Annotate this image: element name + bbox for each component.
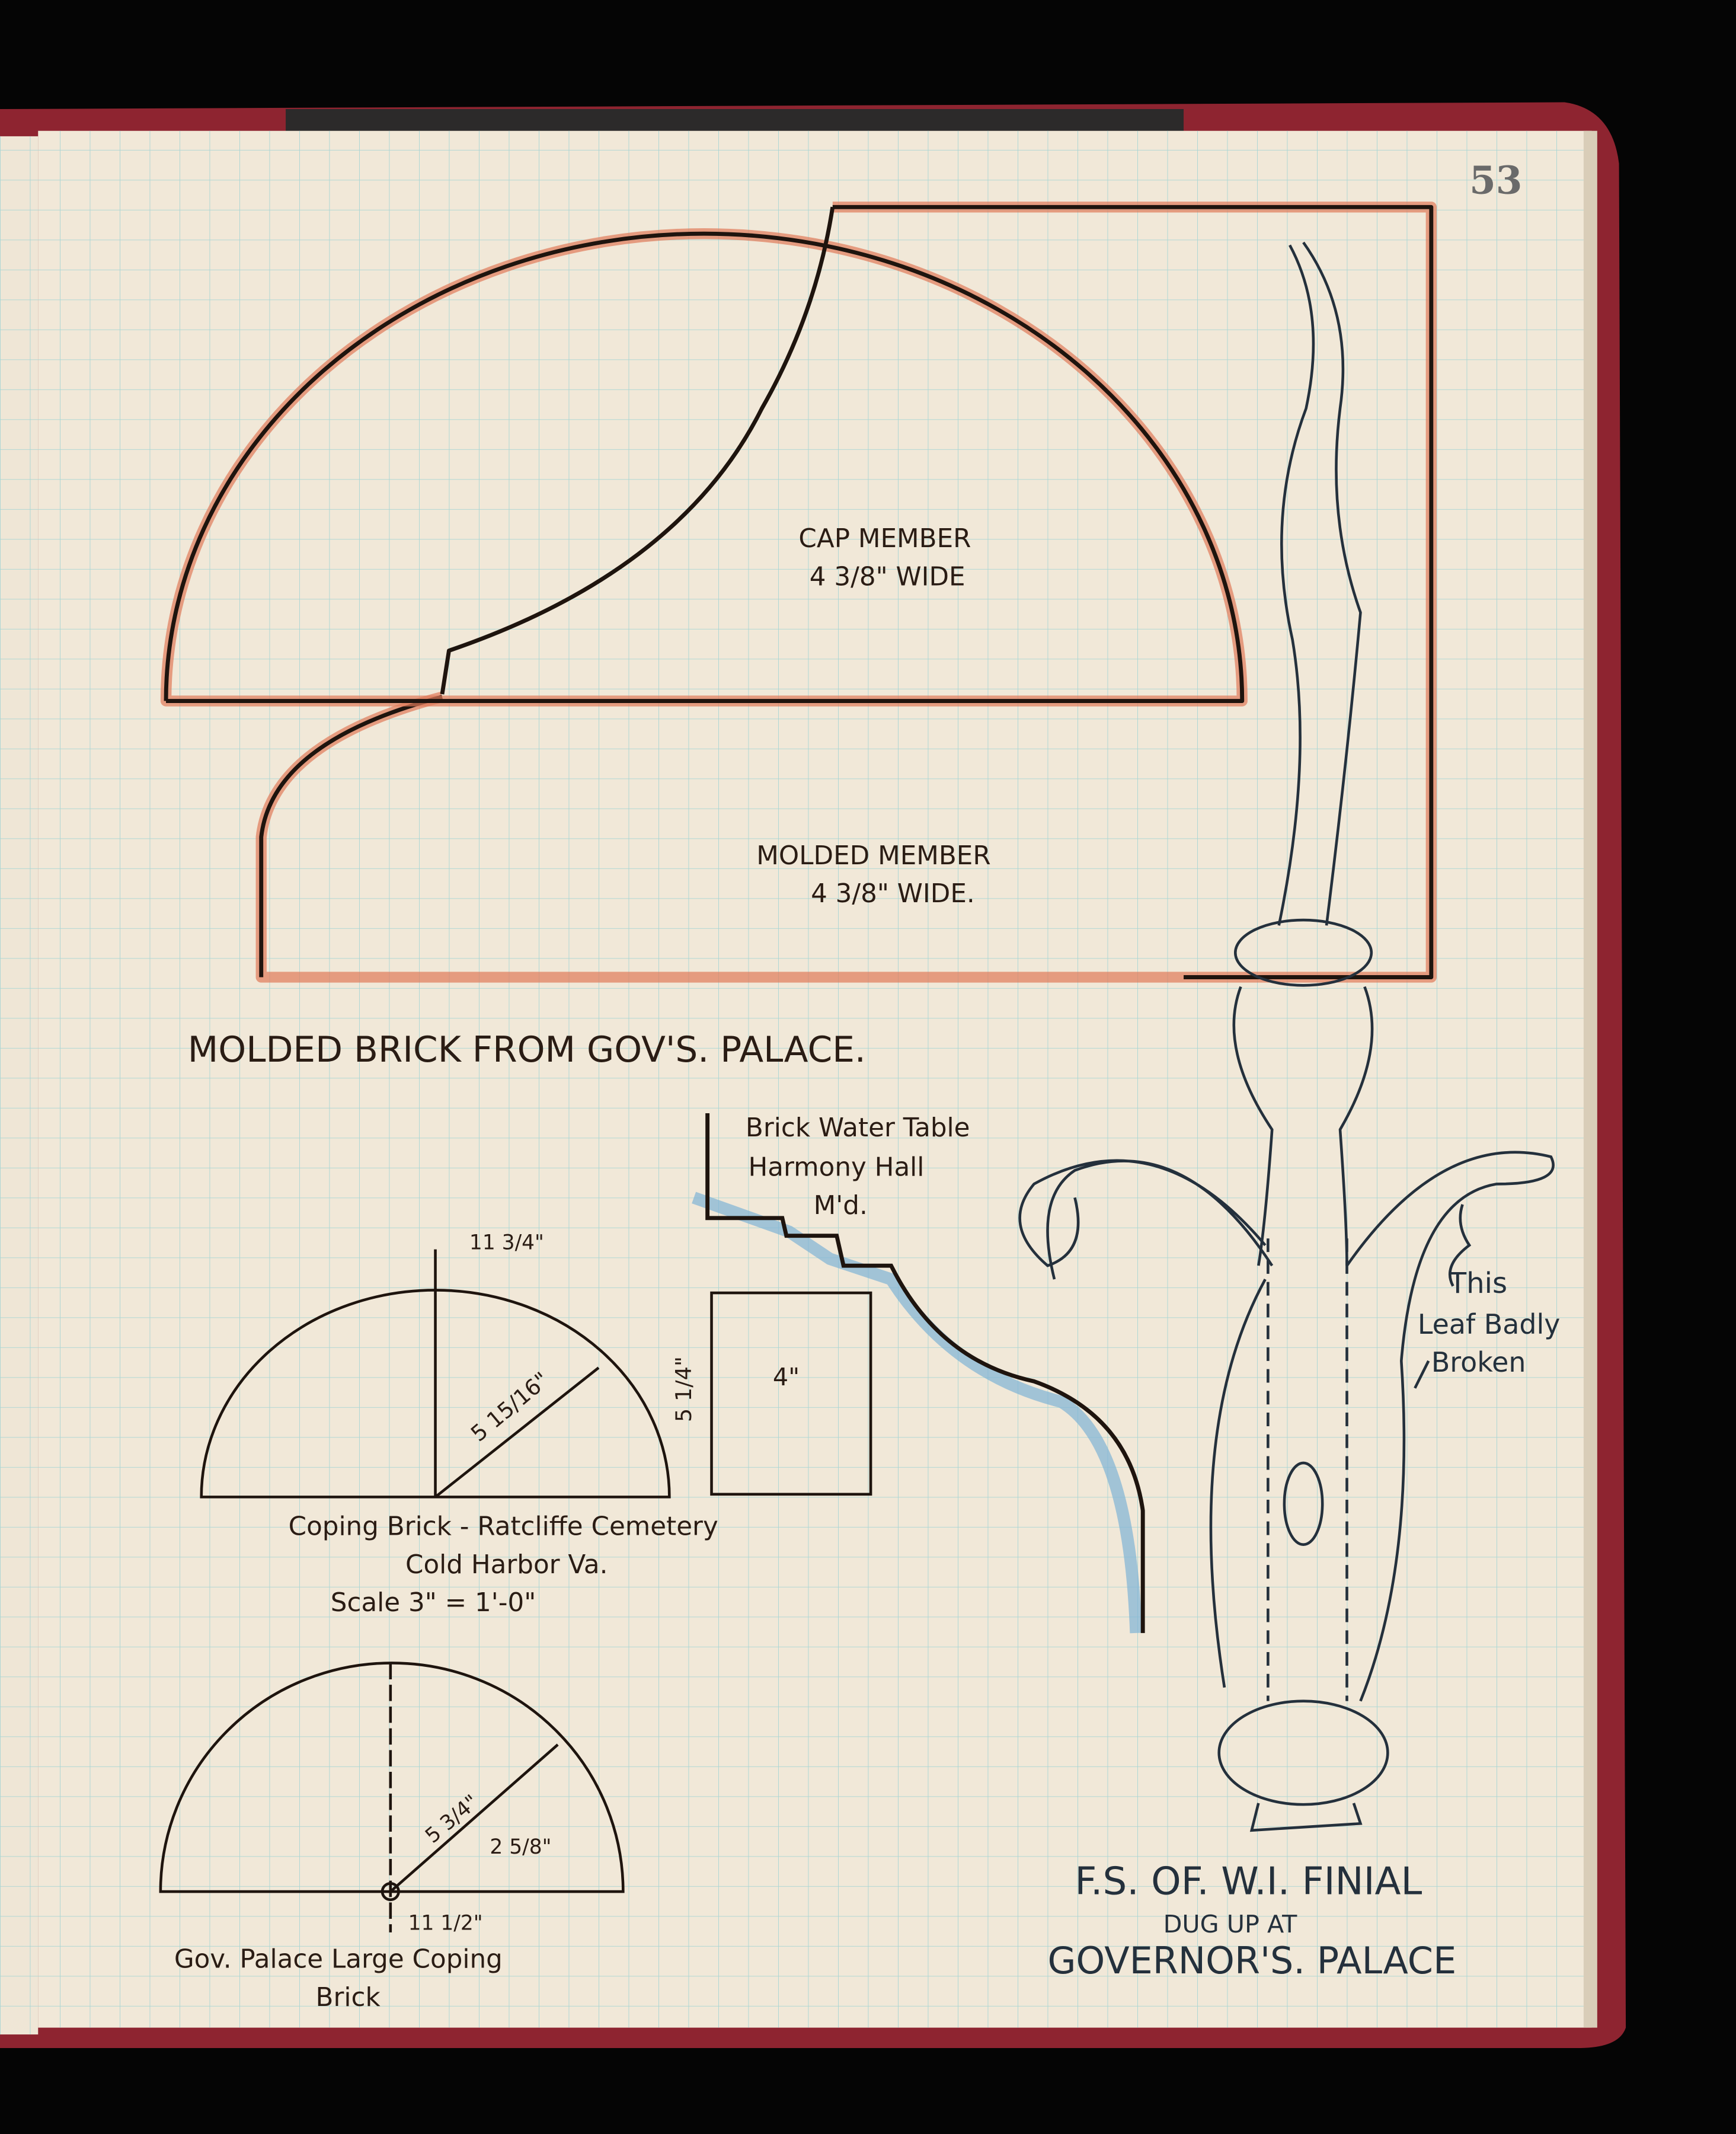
coping-ratcliffe-span: 11 3/4": [469, 1231, 544, 1255]
molded-member-width: 4 3/8" WIDE.: [811, 879, 975, 909]
finial-drawing: [1018, 241, 1555, 1832]
finial-title-line3: GOVERNOR'S. PALACE: [1048, 1939, 1457, 1982]
water-table-brick-block: [710, 1291, 872, 1496]
water-table-height: 5 1/4": [671, 1356, 696, 1422]
cap-member-label: CAP MEMBER: [798, 524, 971, 554]
cap-member-width: 4 3/8" WIDE: [810, 562, 965, 592]
coping-ratcliffe-line2: Cold Harbor Va.: [405, 1550, 608, 1580]
coping-palace-line1: Gov. Palace Large Coping: [174, 1945, 503, 1975]
coping-palace-height: 2 5/8": [490, 1835, 551, 1859]
page-number: 53: [1469, 158, 1522, 203]
finial-title-line2: DUG UP AT: [1163, 1910, 1297, 1938]
coping-palace-span: 11 1/2": [408, 1911, 483, 1935]
water-table-line2: Harmony Hall: [749, 1153, 925, 1183]
coping-ratcliffe-line1: Coping Brick - Ratcliffe Cemetery: [289, 1512, 718, 1542]
finial-note-line3: Broken: [1431, 1346, 1526, 1378]
molded-brick-title: MOLDED BRICK FROM GOV'S. PALACE.: [188, 1030, 866, 1071]
water-table-blue-shading: [692, 1191, 1143, 1634]
finial-note-line2: Leaf Badly: [1418, 1308, 1561, 1340]
coping-ratcliffe-drawing: [200, 1249, 671, 1499]
water-table-profile: [705, 1113, 1145, 1633]
coping-ratcliffe-line3: Scale 3" = 1'-0": [331, 1588, 536, 1618]
left-page-grid: [0, 136, 39, 2035]
page-grid: [38, 130, 1592, 2028]
finial-note-line1: This: [1449, 1267, 1507, 1300]
water-table-line3: M'd.: [814, 1191, 868, 1221]
coping-palace-line2: Brick: [316, 1983, 381, 2012]
water-table-width: 4": [773, 1363, 800, 1391]
molded-member-label: MOLDED MEMBER: [756, 841, 990, 871]
finial-title-line1: F.S. OF. W.I. FINIAL: [1075, 1860, 1422, 1904]
water-table-line1: Brick Water Table: [746, 1113, 970, 1143]
page-edge: [1583, 130, 1597, 2028]
coping-palace-drawing: [159, 1662, 625, 1932]
molded-brick-drawing: [160, 202, 1437, 983]
